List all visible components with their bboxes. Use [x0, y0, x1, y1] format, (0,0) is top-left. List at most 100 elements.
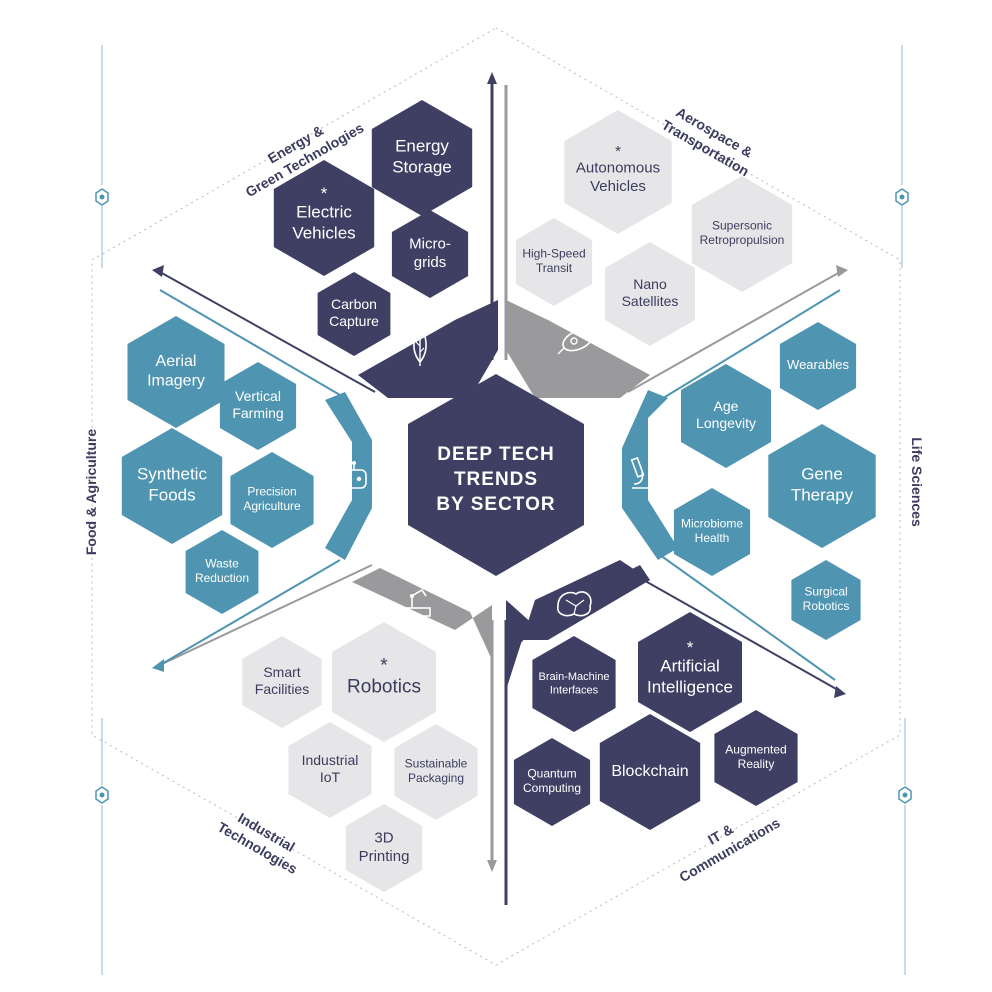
- hex-label-line: Blockchain: [611, 763, 688, 780]
- sector-label-it: IT & Communications: [676, 814, 783, 885]
- hex-label-line: Microbiome: [681, 517, 743, 531]
- hex-label-line: Printing: [359, 848, 410, 865]
- hex-label-line: Reduction: [195, 571, 249, 585]
- leaf-icon: [413, 324, 427, 366]
- hex-label-line: Age: [714, 398, 739, 414]
- brain-network-icon: [556, 591, 592, 617]
- star-mark: *: [615, 143, 621, 160]
- hex-label-line: Carbon: [331, 296, 377, 312]
- sector-label-aerospace: Aerospace & Transportation: [659, 104, 756, 179]
- hex-wearables: Wearables: [779, 322, 857, 410]
- hex-label-line: Reality: [738, 757, 775, 771]
- hex-microgrids: Micro-grids: [391, 210, 469, 298]
- food-band: [325, 392, 372, 560]
- center-title-line1: DEEP TECH: [437, 444, 554, 465]
- hex-label-line: 3D: [374, 830, 393, 847]
- hex-label-line: IoT: [320, 769, 341, 785]
- hex-label-line: Supersonic: [712, 219, 772, 233]
- hex-shape: [230, 452, 314, 548]
- hex-label-line: Robotics: [347, 677, 421, 698]
- hex-shape: [779, 322, 857, 410]
- hex-label-line: Autonomous: [576, 159, 660, 176]
- center-title-line3: BY SECTOR: [436, 494, 555, 515]
- hex-shape: [673, 488, 751, 576]
- hex-node-icon: [898, 786, 912, 804]
- hex-shape: [605, 242, 695, 346]
- hex-shape: [273, 160, 375, 276]
- hex-label-line: Quantum: [527, 767, 576, 781]
- energy-band: [358, 300, 498, 398]
- hex-label-line: Longevity: [696, 415, 756, 431]
- sector-label-life: Life Sciences: [909, 437, 925, 527]
- star-mark: *: [380, 656, 388, 677]
- hex-shape: [791, 560, 861, 640]
- hex-label-line: Interfaces: [550, 684, 599, 696]
- hex-blockchain: Blockchain: [599, 714, 701, 830]
- center-title-line2: TRENDS: [454, 469, 538, 490]
- hex-label-line: Micro-: [409, 235, 451, 252]
- hex-shape: [219, 362, 297, 450]
- hex-label-line: Health: [695, 531, 730, 545]
- hex-label-line: Facilities: [255, 681, 309, 697]
- hex-shape: [714, 710, 798, 806]
- hex-label-line: Packaging: [408, 771, 464, 785]
- hex-label-line: Transit: [536, 261, 573, 275]
- hex-label-line: Waste: [205, 557, 239, 571]
- hex-shape: [391, 210, 469, 298]
- hex-shape: [768, 424, 876, 548]
- hex-shape: [691, 176, 793, 292]
- rocket-icon: [557, 325, 595, 355]
- hex-shape: [288, 722, 372, 818]
- hex-shape: [532, 636, 616, 732]
- sector-label-industrial: Industrial Technologies: [215, 810, 300, 878]
- hex-label-line: Intelligence: [647, 678, 733, 697]
- hex-label-line: Artificial: [660, 657, 720, 676]
- hex-label-line: Precision: [247, 485, 296, 499]
- factory-arm-icon: [405, 588, 431, 617]
- hex-label-line: Foods: [148, 485, 195, 504]
- hex-shape: [242, 636, 322, 728]
- hex-label-line: Therapy: [791, 485, 854, 504]
- hex-shape: [317, 272, 391, 356]
- hex-shape: [515, 218, 593, 306]
- hex-shape: [638, 612, 742, 732]
- hex-label-line: Synthetic: [137, 465, 207, 484]
- robot-icon: [341, 461, 367, 489]
- hex-shape: [185, 530, 259, 614]
- hex-node-icon: [895, 188, 909, 206]
- hex-node-icon: [95, 188, 109, 206]
- hex-label-line: Nano: [633, 276, 667, 292]
- hex-label-line: Smart: [263, 664, 300, 680]
- hex-label-line: Gene: [801, 465, 843, 484]
- hex-shape: [394, 724, 478, 820]
- svg-text:Life Sciences: Life Sciences: [909, 437, 925, 527]
- hex-label-line: High-Speed: [522, 247, 585, 261]
- hex-label-line: Vertical: [235, 388, 281, 404]
- hex-label-line: Augmented: [725, 743, 786, 757]
- hex-label-line: Computing: [523, 781, 581, 795]
- hex-shape: [681, 364, 771, 468]
- hex-label-line: Energy: [395, 137, 449, 156]
- life-band: [622, 390, 678, 560]
- star-mark: *: [687, 638, 694, 657]
